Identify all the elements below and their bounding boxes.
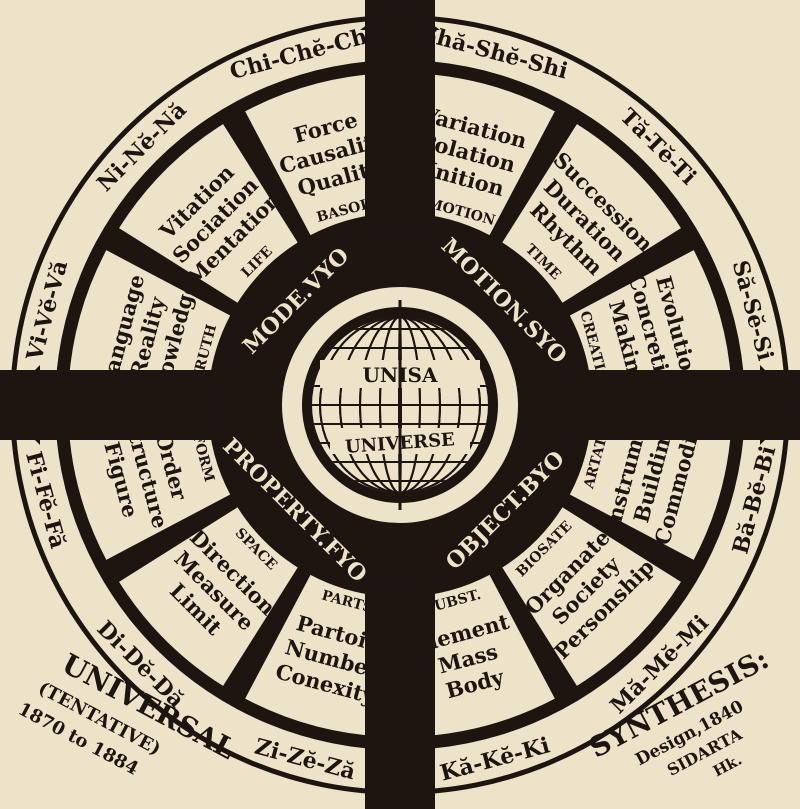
segment-cell-p1 [245,574,393,737]
segment-cell-o1 [569,412,732,560]
segment-cell-p3 [68,412,231,560]
segment-cell-o2 [502,507,681,686]
segment-cell-o3 [407,574,555,737]
segment-cell-t1 [407,73,555,236]
segment-cells: LanguageRealityKnowledgeTRUTHVitationSoc… [68,73,732,737]
segment-cell-p2 [119,507,298,686]
segment-cell-m3 [245,73,393,236]
segment-cell-m1 [68,250,231,398]
segment-cell-t3 [569,250,732,398]
cross-right-point [760,365,800,445]
globe-label-top: UNISA [362,363,438,387]
globe: UNISA UNIVERSE [312,300,488,510]
segment-cell-t2 [502,124,681,303]
cross-top-point [360,0,440,30]
segment-cell-m2 [119,124,298,303]
cross-left-point [0,365,40,445]
